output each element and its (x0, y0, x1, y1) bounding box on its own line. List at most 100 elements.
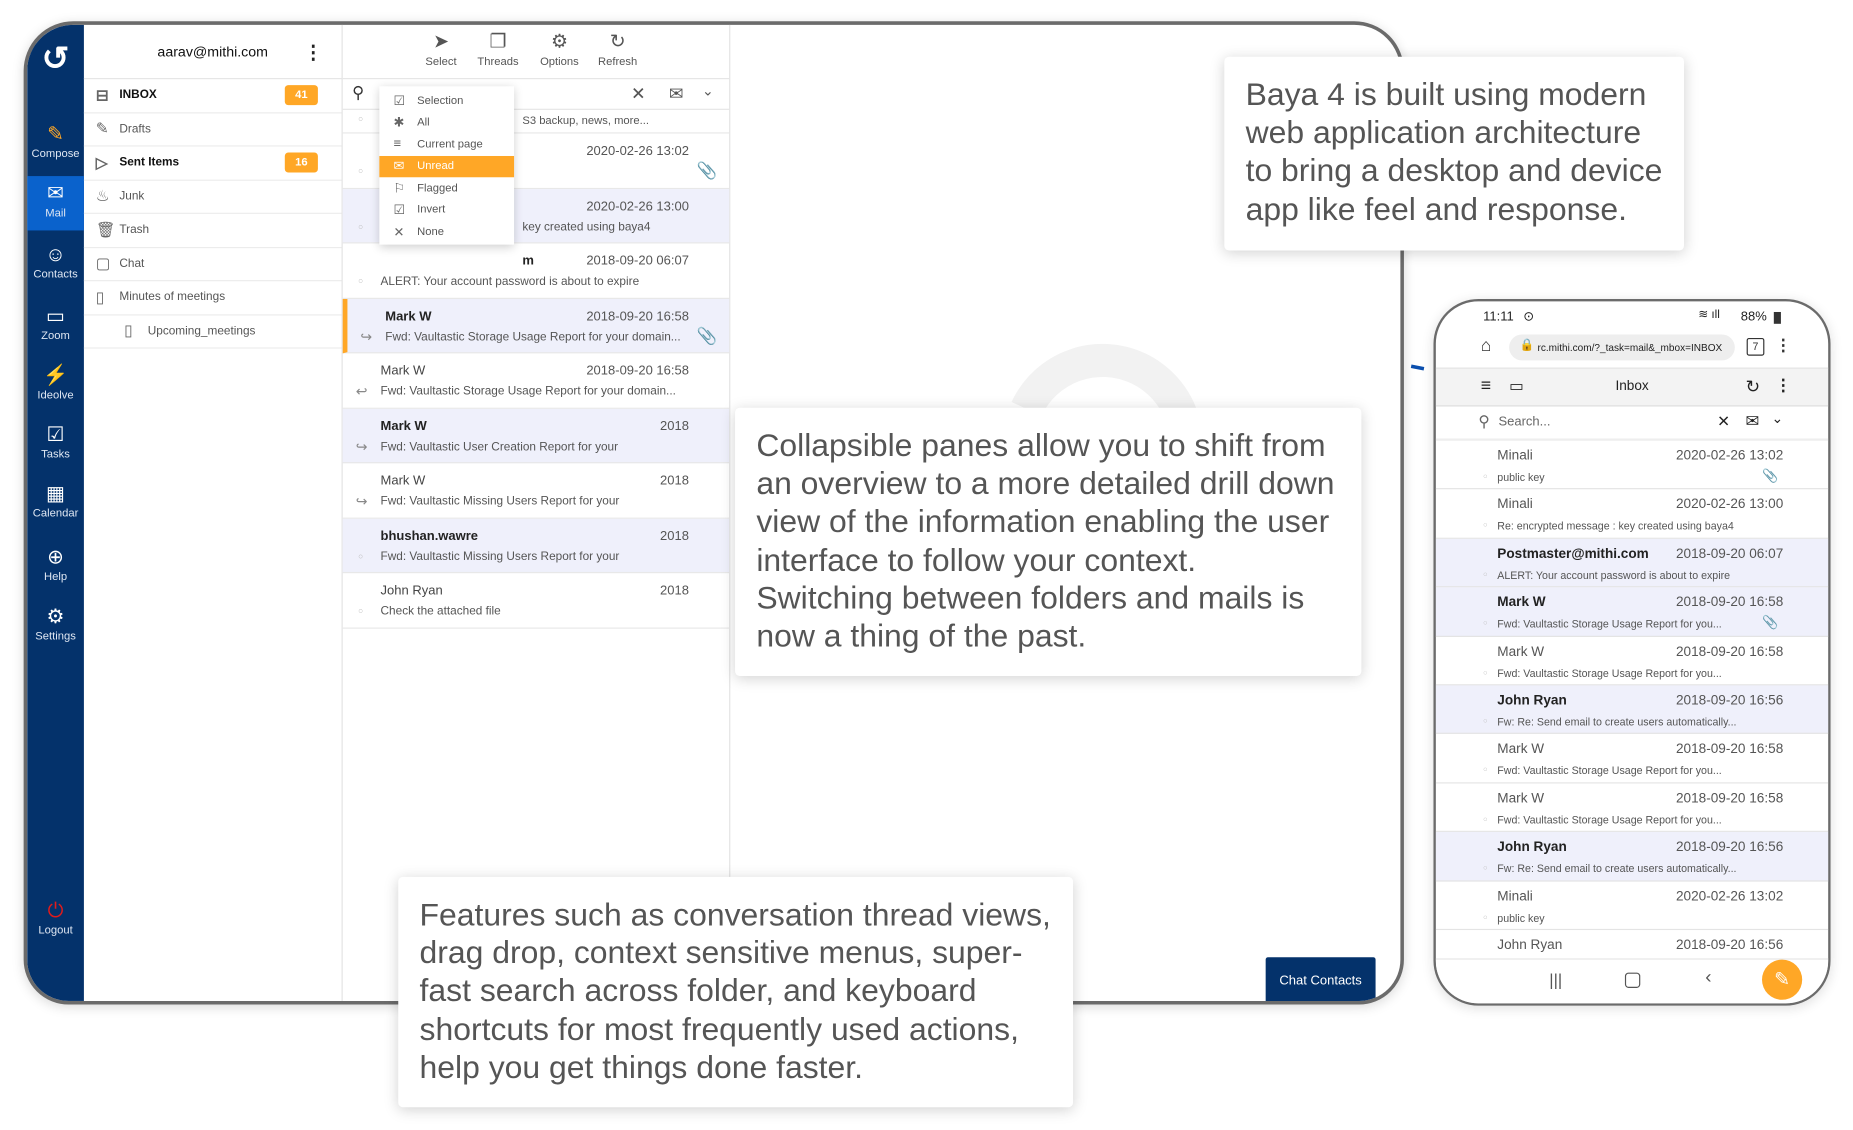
url-field[interactable]: 🔒 rc.mithi.com/?_task=mail&_mbox=INBOX (1509, 334, 1735, 361)
refresh-button[interactable]: ↻Refresh (598, 30, 637, 69)
folder-item[interactable]: ▢Chat (83, 248, 342, 282)
compose-fab[interactable]: ✎ (1762, 959, 1803, 1000)
threads-button[interactable]: ❐Threads (477, 30, 518, 69)
menu-item-all[interactable]: ✱All (379, 112, 514, 134)
subject: public key (1497, 471, 1545, 484)
menu-item-none[interactable]: ✕None (379, 221, 514, 243)
menu-item-label: All (417, 116, 430, 130)
logout-button[interactable]: ⏻ Logout (27, 893, 84, 947)
rail-item-zoom[interactable]: ▭Zoom (27, 299, 84, 353)
home-button-icon[interactable] (1624, 972, 1641, 988)
status-dot-icon: ○ (1483, 620, 1488, 628)
forward-icon: ↪ (355, 437, 368, 455)
folder-item[interactable]: ✎Drafts (83, 113, 342, 147)
hamburger-icon[interactable]: ≡ (1480, 375, 1492, 396)
folder-item[interactable]: ♨Junk (83, 180, 342, 214)
folder-item[interactable]: ▯Minutes of meetings (83, 281, 342, 315)
chat-contacts-button[interactable]: Chat Contacts (1265, 957, 1376, 1001)
folder-label: Upcoming_meetings (147, 324, 256, 338)
subject: ALERT: Your account password is about to… (1497, 569, 1731, 582)
folder-item[interactable]: ▯Upcoming_meetings (83, 315, 342, 349)
envelope-icon[interactable]: ✉ (1745, 411, 1760, 431)
sender: bhushan.wawre (380, 528, 479, 544)
list-item[interactable]: ○ S3 backup, news, more... (342, 110, 730, 134)
menu-item-selection[interactable]: ☑Selection (379, 90, 514, 112)
tabs-count-button[interactable]: 7 (1746, 337, 1765, 356)
search-icon[interactable]: ⚲ (352, 82, 365, 102)
options-button[interactable]: ⚙Options (540, 30, 579, 69)
rail-item-mail[interactable]: ✉Mail (27, 176, 84, 231)
phone-time: 11:11 (1483, 309, 1514, 324)
rail-item-contacts[interactable]: ☺Contacts (27, 238, 84, 292)
rail-item-tasks[interactable]: ☑Tasks (27, 417, 84, 471)
menu-item-icon: ✕ (393, 225, 405, 240)
phone-search-input[interactable]: Search... (1498, 414, 1551, 429)
options-label: Options (540, 55, 579, 69)
clear-icon[interactable]: ✕ (1717, 412, 1730, 431)
rail-item-label: Ideolve (37, 388, 74, 402)
folder-icon: ▢ (95, 254, 111, 273)
folder-item[interactable]: 🗑Trash (83, 214, 342, 248)
rail-item-label: Contacts (33, 268, 78, 282)
envelope-filter-icon[interactable]: ✉ (668, 83, 684, 104)
folder-icon[interactable]: ▭ (1509, 376, 1524, 395)
rail-item-calendar[interactable]: ▦Calendar (27, 476, 84, 530)
select-button[interactable]: ➤Select (425, 30, 456, 69)
mail-list-item[interactable]: 2020-02-26 13:02○📎 (342, 134, 730, 189)
logout-label: Logout (38, 924, 73, 938)
recent-apps-icon[interactable]: ||| (1549, 970, 1563, 990)
more-icon[interactable]: ⋮ (1775, 375, 1792, 395)
sender: Mark W (1497, 791, 1545, 806)
subject: public key (1497, 911, 1545, 924)
chevron-down-icon[interactable]: ⌄ (701, 82, 714, 100)
battery-level: 88% (1740, 309, 1767, 324)
chevron-down-icon[interactable]: ⌄ (1771, 410, 1784, 427)
menu-item-flagged[interactable]: ⚐Flagged (379, 177, 514, 199)
clear-search-icon[interactable]: ✕ (631, 83, 646, 104)
status-dot-icon: ○ (358, 115, 364, 125)
rail-item-settings[interactable]: ⚙Settings (27, 599, 84, 653)
mail-icon: ✉ (47, 181, 64, 205)
menu-item-current-page[interactable]: ≡Current page (379, 134, 514, 156)
rail-item-compose[interactable]: ✎Compose (27, 117, 84, 171)
date: 2018-09-20 16:58 (1675, 791, 1784, 806)
date: 2018-09-20 16:58 (1675, 595, 1784, 610)
search-row: ⚲ ✕ ✉ ⌄ (342, 79, 730, 110)
compose-icon: ✎ (47, 122, 64, 146)
rail-item-ideolve[interactable]: ⚡Ideolve (27, 358, 84, 412)
back-icon[interactable]: ‹ (1705, 967, 1712, 988)
more-options-icon[interactable]: ⋮ (303, 43, 323, 64)
menu-item-invert[interactable]: ☑Invert (379, 199, 514, 221)
app-nav-rail: ↺ ✎Compose✉Mail☺Contacts▭Zoom⚡Ideolve☑Ta… (27, 24, 84, 1001)
refresh-icon[interactable]: ↻ (1745, 376, 1761, 398)
search-icon: ⚲ (1478, 412, 1490, 431)
menu-item-unread[interactable]: ✉Unread (379, 155, 515, 178)
subject: key created using baya4 (522, 220, 651, 234)
folder-label: Trash (119, 223, 150, 237)
home-icon[interactable]: ⌂ (1480, 335, 1492, 356)
rail-item-help[interactable]: ⊕Help (27, 540, 84, 594)
browser-menu-icon[interactable]: ⋮ (1775, 335, 1792, 355)
calendar-icon: ▦ (46, 482, 66, 505)
